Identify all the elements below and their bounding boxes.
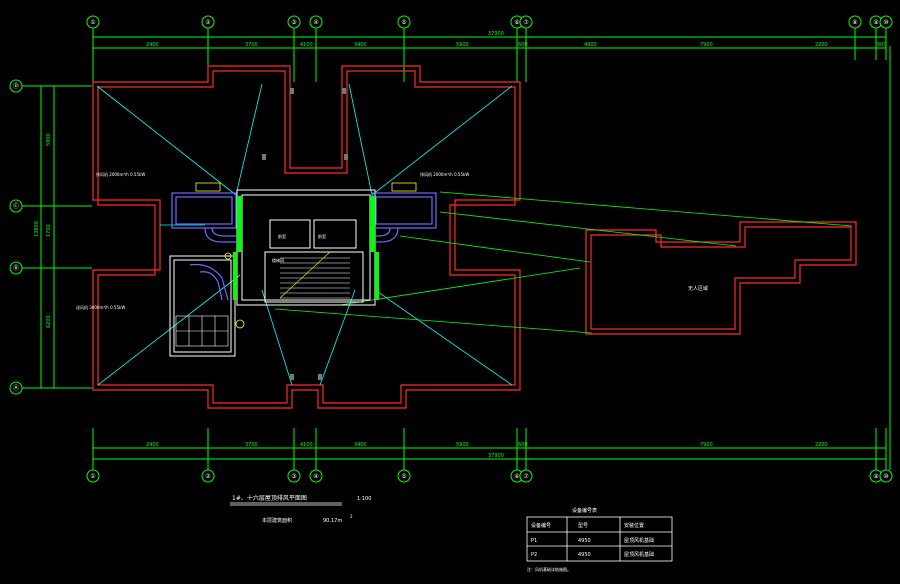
dim-left-total: 13800 bbox=[34, 221, 40, 237]
axis-label-9: ⑨ bbox=[873, 19, 878, 26]
table-row-2-col-3: 屋顶风机基础 bbox=[624, 551, 654, 558]
axis-label-B: Ⓑ bbox=[13, 264, 19, 272]
dim-left-2: 1700 bbox=[46, 224, 52, 237]
table-caption: 设备编号表 bbox=[572, 507, 597, 514]
equipment-table: 设备编号表 设备编号 型号 安装位置 P1 4950 屋顶风机基础 P2 495… bbox=[526, 507, 673, 572]
axis-label-bottom-4: ④ bbox=[313, 473, 318, 480]
axis-label-C: Ⓒ bbox=[13, 202, 19, 210]
axis-bubbles-bottom bbox=[86, 469, 893, 483]
table-header-3: 安装位置 bbox=[624, 522, 644, 529]
dim-bottom-1: 2400 bbox=[146, 442, 159, 448]
axis-label-2: ② bbox=[205, 19, 211, 26]
yellow-fittings bbox=[195, 182, 417, 329]
axis-label-D: Ⓓ bbox=[13, 82, 19, 90]
axis-bubble-labels-left: Ⓓ Ⓒ Ⓑ Ⓐ bbox=[13, 82, 19, 392]
axis-label-10: ⑩ bbox=[883, 19, 888, 26]
fan-room-left bbox=[171, 192, 240, 243]
dim-bottom-4: 3400 bbox=[354, 442, 367, 448]
dim-top-6: 600 bbox=[518, 42, 528, 48]
dim-top-7: 4900 bbox=[584, 42, 597, 48]
equip-note-right: 排风机 2000m³/h 0.55kW bbox=[420, 171, 469, 177]
drawing-scale: 1:100 bbox=[357, 496, 371, 502]
dim-total-top: 37900 bbox=[488, 31, 504, 37]
equipment-notes: 排风机 2000m³/h 0.55kW 排风机 2000m³/h 0.55kW … bbox=[76, 171, 469, 310]
axis-label-7: ⑦ bbox=[523, 19, 529, 26]
axis-label-bottom-5: ⑤ bbox=[401, 473, 406, 480]
axis-label-bottom-1: ① bbox=[90, 473, 95, 480]
stair-label-3: 楼梯间 bbox=[272, 257, 284, 263]
dimension-chain-bottom bbox=[92, 428, 887, 470]
dim-top-4: 3400 bbox=[354, 42, 367, 48]
roof-drains bbox=[262, 88, 348, 380]
dim-bottom-2: 3700 bbox=[245, 442, 258, 448]
dimension-chain-left bbox=[22, 85, 92, 389]
axis-label-3: ③ bbox=[291, 19, 296, 26]
dim-bottom-6: 600 bbox=[518, 442, 528, 448]
dim-bottom-9: 2200 bbox=[815, 442, 828, 448]
dim-bottom-3: 4100 bbox=[300, 442, 313, 448]
table-note: 注：风机基础详结施图。 bbox=[527, 566, 571, 572]
drawing-title: 1#、十六层屋顶排风平面图 bbox=[232, 494, 307, 502]
dim-top-3: 4100 bbox=[300, 42, 313, 48]
dim-left-1: 5900 bbox=[46, 133, 52, 146]
dim-left-3: 6200 bbox=[46, 315, 52, 328]
axis-bubbles-left bbox=[9, 79, 23, 395]
roof-slope-lines bbox=[96, 83, 513, 386]
title-block: 1#、十六层屋顶排风平面图 1:100 本层建筑面积 90.17m 2 bbox=[230, 494, 371, 524]
leader-lines bbox=[274, 191, 853, 334]
dim-top-8: 7900 bbox=[700, 42, 713, 48]
dim-top-1: 2400 bbox=[146, 42, 159, 48]
stair-label-1: 前室 bbox=[278, 233, 286, 239]
equipment-grid-low bbox=[175, 315, 229, 347]
dimension-text-left: 5900 1700 6200 13800 bbox=[34, 133, 52, 328]
stair-label-2: 前室 bbox=[318, 233, 326, 239]
dim-bottom-5: 5900 bbox=[456, 442, 469, 448]
stair-treads bbox=[279, 251, 350, 299]
table-row-2-col-1: P2 bbox=[531, 552, 537, 558]
axis-label-4: ④ bbox=[313, 19, 318, 26]
axis-label-bottom-2: ② bbox=[205, 473, 211, 480]
fan-room-low bbox=[169, 255, 236, 357]
roof-parapet-outline bbox=[92, 65, 521, 409]
table-row-1-col-1: P1 bbox=[531, 538, 537, 544]
table-row-1-col-3: 屋顶风机基础 bbox=[624, 537, 654, 544]
axis-label-6: ⑥ bbox=[514, 19, 519, 26]
axis-bubble-labels-bottom: ① ② ③ ④ ⑤ ⑥ ⑦ ⑨ ⑩ bbox=[90, 473, 888, 480]
dimension-text-bottom: 2400 3700 4100 3400 5900 600 7900 2200 3… bbox=[146, 442, 828, 459]
dimension-chain-top bbox=[92, 24, 891, 470]
area-value: 90.17m bbox=[323, 518, 342, 524]
dim-top-2: 3700 bbox=[245, 42, 258, 48]
equip-note-low: 送风机 3000m³/h 0.55kW bbox=[76, 304, 125, 310]
dim-top-5: 5900 bbox=[456, 42, 469, 48]
axis-label-A: Ⓐ bbox=[13, 384, 19, 392]
axis-bubbles-top bbox=[86, 15, 893, 29]
fan-room-right bbox=[370, 192, 437, 243]
dim-top-10: 600 bbox=[877, 42, 887, 48]
axis-label-5: ⑤ bbox=[401, 19, 406, 26]
axis-label-bottom-9: ⑨ bbox=[873, 473, 878, 480]
roof-area-label: 无人区域 bbox=[688, 285, 708, 292]
table-header-1: 设备编号 bbox=[531, 522, 551, 529]
axis-label-bottom-10: ⑩ bbox=[883, 473, 888, 480]
table-header-2: 型号 bbox=[578, 522, 588, 529]
axis-bubble-labels-top: ① ② ③ ④ ⑤ ⑥ ⑦ ⑧ ⑨ ⑩ bbox=[90, 19, 888, 26]
dimension-text-top: 37900 2400 3700 4100 3400 5900 600 4900 … bbox=[146, 31, 887, 48]
axis-label-bottom-7: ⑦ bbox=[523, 473, 529, 480]
structural-posts bbox=[233, 196, 379, 300]
area-unit-superscript: 2 bbox=[350, 514, 353, 519]
table-row-1-col-2: 4950 bbox=[578, 538, 591, 544]
stair-labels: 前室 前室 楼梯间 bbox=[272, 233, 326, 263]
equip-note-left: 排风机 2000m³/h 0.55kW bbox=[96, 171, 145, 177]
axis-label-bottom-3: ③ bbox=[291, 473, 296, 480]
dim-bottom-8: 7900 bbox=[700, 442, 713, 448]
unmanned-roof-area bbox=[585, 221, 857, 335]
axis-label-1: ① bbox=[90, 19, 95, 26]
dim-top-9: 2200 bbox=[815, 42, 828, 48]
dim-total-bottom: 37900 bbox=[488, 453, 504, 459]
table-row-2-col-2: 4950 bbox=[578, 552, 591, 558]
axis-label-8: ⑧ bbox=[852, 19, 857, 26]
area-label: 本层建筑面积 bbox=[262, 517, 292, 524]
axis-label-bottom-6: ⑥ bbox=[514, 473, 519, 480]
